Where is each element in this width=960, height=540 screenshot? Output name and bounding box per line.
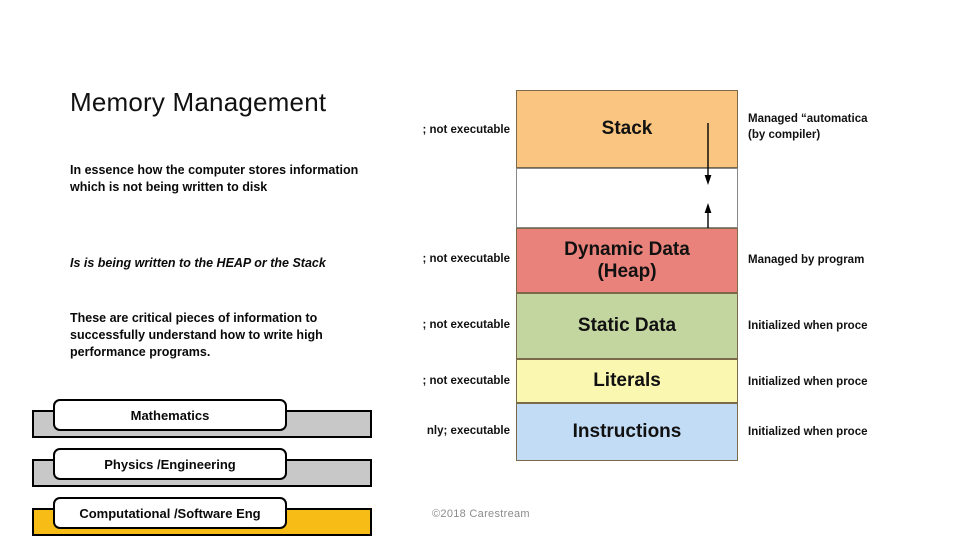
bar-label-mathematics[interactable]: Mathematics	[53, 399, 287, 431]
memory-block-literals: Literals	[516, 359, 738, 403]
memory-right-label-instructions: Initialized when proce	[748, 426, 868, 438]
body-paragraph-3: These are critical pieces of information…	[70, 311, 323, 359]
memory-block-stack-title: Stack	[601, 118, 653, 140]
memory-block-stack: Stack	[516, 90, 738, 168]
memory-right-label-stack-line1: Managed “automatica	[748, 113, 868, 125]
memory-right-label-literals: Initialized when proce	[748, 376, 868, 388]
copyright-notice: ©2018 Carestream	[432, 508, 530, 520]
memory-right-label-static-data: Initialized when proce	[748, 320, 868, 332]
bar-label-computational-software-eng[interactable]: Computational /Software Eng	[53, 497, 287, 529]
memory-block-literals-title: Literals	[593, 370, 661, 392]
body-paragraph-2: Is is being written to the HEAP or the S…	[70, 256, 326, 270]
memory-block-instructions-title: Instructions	[572, 421, 682, 443]
memory-block-heap: Dynamic Data (Heap)	[516, 228, 738, 293]
stack-grows-down-arrow-icon	[704, 123, 712, 185]
memory-block-static-data: Static Data	[516, 293, 738, 359]
memory-layout-diagram: Stack ; not executable Managed “automati…	[398, 85, 960, 465]
body-paragraph-1: In essence how the computer stores infor…	[70, 163, 359, 194]
memory-left-label-heap: ; not executable	[422, 253, 510, 265]
bar-label-physics-engineering[interactable]: Physics /Engineering	[53, 448, 287, 480]
bar-fill-physics-engineering	[32, 459, 372, 487]
memory-block-heap-title: Dynamic Data	[564, 239, 690, 261]
bar-fill-mathematics	[32, 410, 372, 438]
memory-left-label-static-data: ; not executable	[422, 319, 510, 331]
memory-right-label-stack-line2: (by compiler)	[748, 128, 821, 141]
memory-left-label-stack: ; not executable	[422, 124, 510, 136]
memory-block-free-space	[516, 168, 738, 228]
memory-block-static-data-title: Static Data	[577, 315, 677, 337]
memory-right-label-stack: Managed “automatica (by compiler)	[748, 112, 960, 143]
memory-right-label-heap: Managed by program	[748, 254, 865, 266]
memory-block-heap-subtitle: (Heap)	[597, 260, 657, 282]
page-title: Memory Management	[70, 87, 327, 117]
memory-left-label-instructions: nly; executable	[426, 425, 510, 437]
memory-block-instructions: Instructions	[516, 403, 738, 461]
bar-fill-computational-software-eng	[32, 508, 372, 536]
memory-left-label-literals: ; not executable	[422, 375, 510, 387]
